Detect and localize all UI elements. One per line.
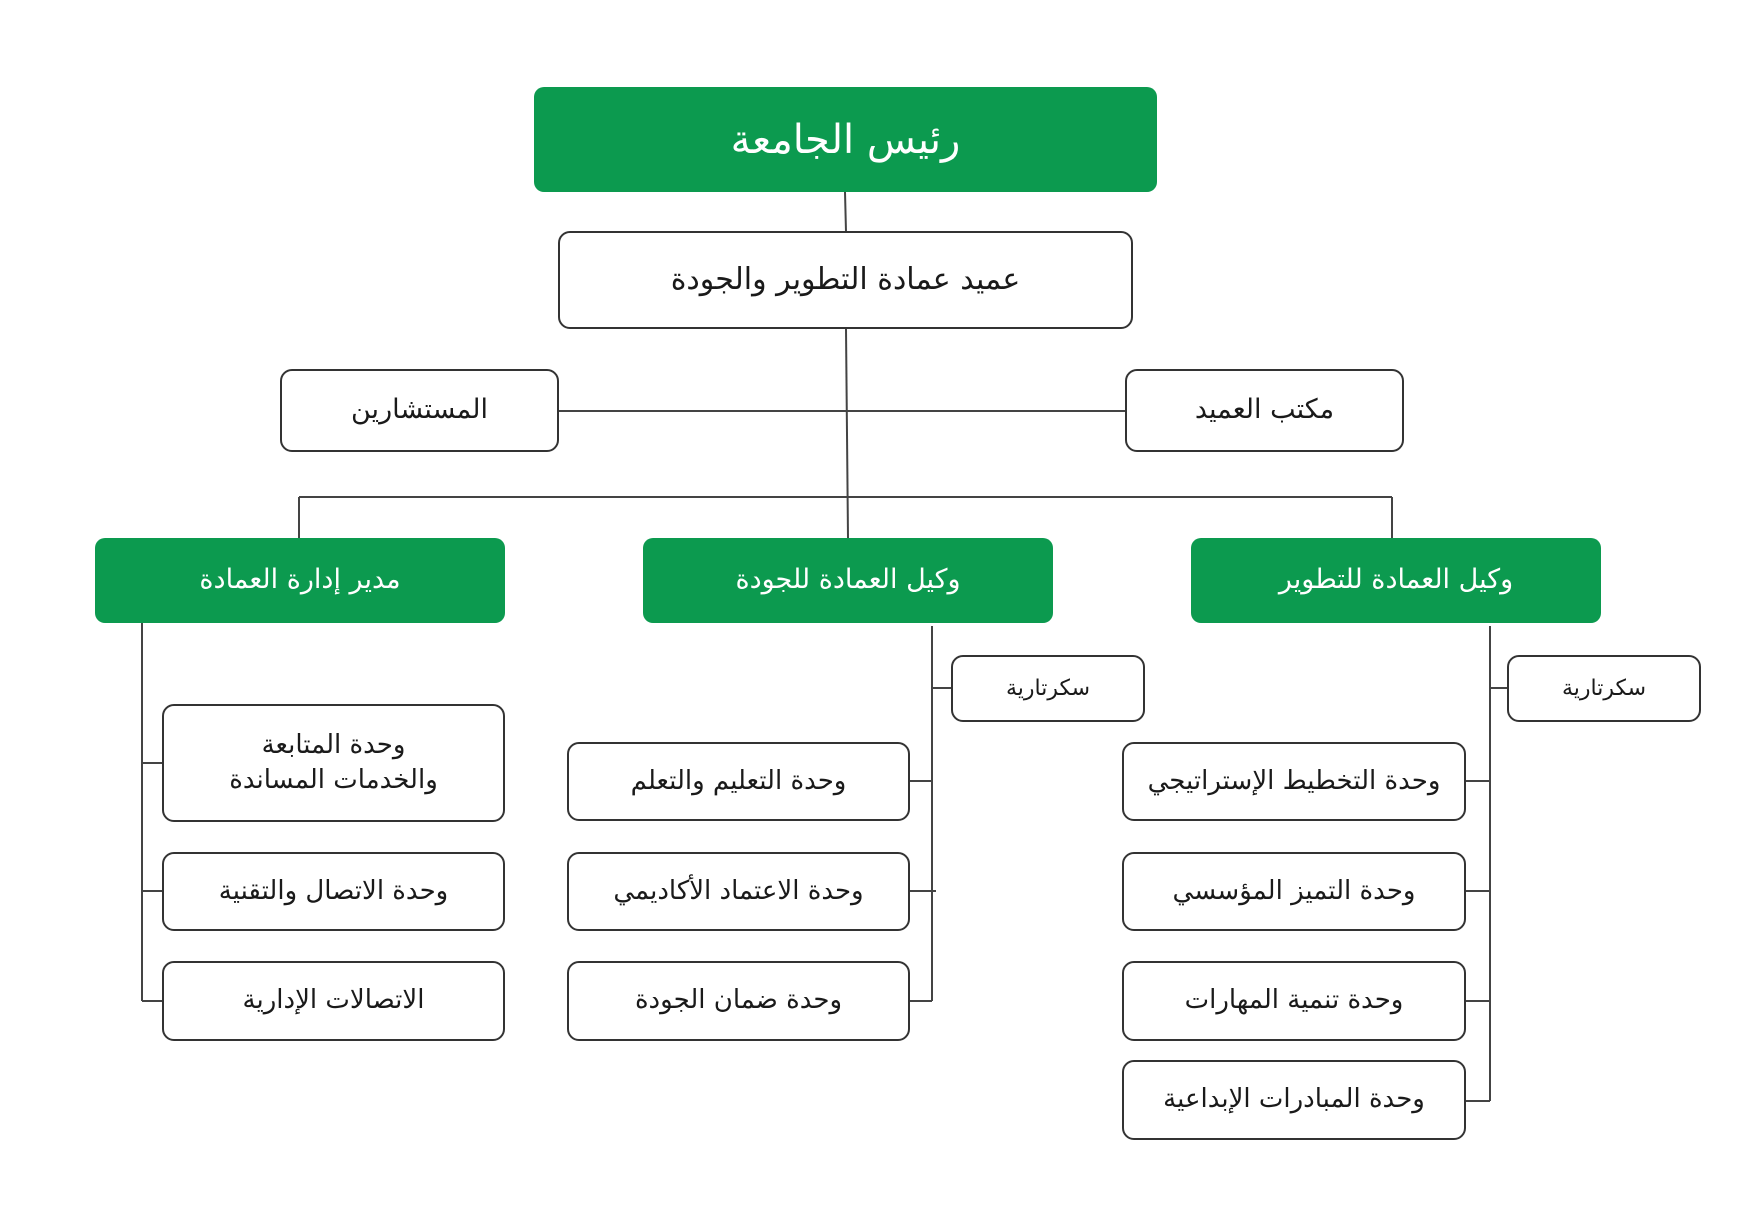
- unit-label-line2: والخدمات المساندة: [229, 765, 438, 795]
- unit-box: وحدة المبادرات الإبداعية: [1122, 1060, 1466, 1140]
- unit-label: وحدة التميز المؤسسي: [1172, 875, 1416, 906]
- unit-label: وحدة ضمان الجودة: [634, 985, 843, 1016]
- unit-label: وحدة الاعتماد الأكاديمي: [613, 875, 864, 906]
- dean-office-box: مكتب العميد: [1125, 369, 1404, 452]
- unit-box: وحدة المتابعة والخدمات المساندة: [162, 704, 505, 822]
- unit-label: وحدة التعليم والتعلم: [630, 765, 847, 796]
- quality-secretary-box: سكرتارية: [951, 655, 1145, 722]
- president-box: رئيس الجامعة: [534, 87, 1157, 192]
- development-secretary-box: سكرتارية: [1507, 655, 1701, 722]
- unit-box: وحدة تنمية المهارات: [1122, 961, 1466, 1041]
- secretary-label: سكرتارية: [1005, 675, 1091, 701]
- unit-label: وحدة الاتصال والتقنية: [218, 875, 449, 906]
- quality-vice-box: وكيل العمادة للجودة: [643, 538, 1053, 623]
- unit-box: وحدة التعليم والتعلم: [567, 742, 910, 821]
- unit-label: وحدة تنمية المهارات: [1184, 985, 1404, 1016]
- connector-line: [845, 328, 849, 539]
- dean-box: عميد عمادة التطوير والجودة: [558, 231, 1133, 329]
- connector-line: [844, 191, 847, 233]
- development-vice-label: وكيل العمادة للتطوير: [1278, 564, 1514, 596]
- advisors-label: المستشارين: [351, 394, 488, 426]
- dean-label: عميد عمادة التطوير والجودة: [670, 261, 1021, 297]
- unit-label-line1: وحدة المتابعة: [261, 729, 406, 760]
- unit-box: وحدة الاتصال والتقنية: [162, 852, 505, 931]
- unit-label: وحدة التخطيط الإستراتيجي: [1147, 765, 1441, 796]
- development-vice-box: وكيل العمادة للتطوير: [1191, 538, 1601, 623]
- unit-box: الاتصالات الإدارية: [162, 961, 505, 1041]
- dean-office-label: مكتب العميد: [1194, 394, 1335, 426]
- unit-box: وحدة الاعتماد الأكاديمي: [567, 852, 910, 931]
- unit-label: الاتصالات الإدارية: [242, 985, 425, 1016]
- unit-label: وحدة المبادرات الإبداعية: [1163, 1084, 1425, 1115]
- quality-vice-label: وكيل العمادة للجودة: [735, 564, 961, 596]
- unit-box: وحدة ضمان الجودة: [567, 961, 910, 1041]
- admin-director-box: مدير إدارة العمادة: [95, 538, 505, 623]
- admin-director-label: مدير إدارة العمادة: [199, 564, 401, 596]
- unit-box: وحدة التميز المؤسسي: [1122, 852, 1466, 931]
- advisors-box: المستشارين: [280, 369, 559, 452]
- president-label: رئيس الجامعة: [730, 116, 961, 163]
- unit-box: وحدة التخطيط الإستراتيجي: [1122, 742, 1466, 821]
- secretary-label: سكرتارية: [1561, 675, 1647, 701]
